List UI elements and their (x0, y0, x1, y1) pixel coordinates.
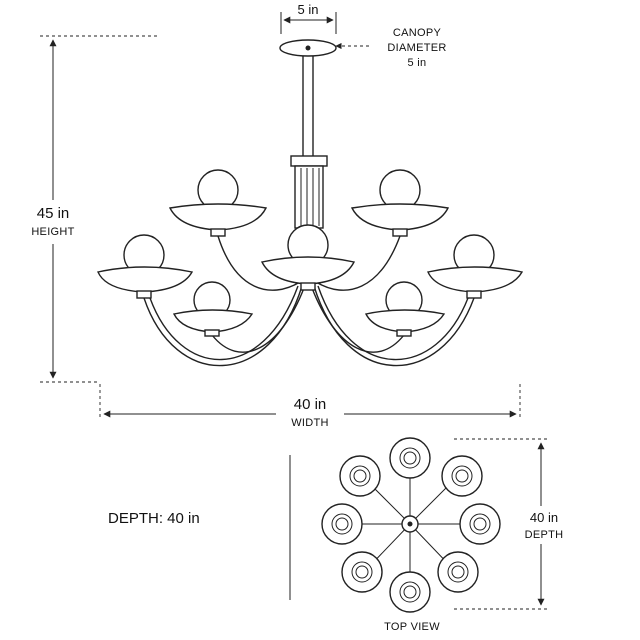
top-view: 40 in DEPTH TOP VIEW (289, 437, 566, 633)
width-label: WIDTH (291, 417, 329, 429)
canopy-callout: CANOPY DIAMETER 5 in (335, 27, 446, 69)
height-dimension: 45 in HEIGHT (20, 35, 160, 383)
height-label: HEIGHT (31, 226, 74, 238)
canopy-width-label: 5 in (298, 2, 319, 17)
width-value: 40 in (294, 396, 327, 413)
height-value: 45 in (37, 205, 70, 222)
canopy-width-dimension: 5 in (280, 2, 337, 34)
canopy-callout-line3: 5 in (408, 57, 427, 69)
top-depth-label: DEPTH (525, 529, 564, 541)
canopy-callout-line2: DIAMETER (387, 42, 446, 54)
top-view-shades (321, 437, 501, 613)
width-dimension: 40 in WIDTH (99, 384, 521, 430)
depth-text: DEPTH: 40 in (108, 510, 200, 527)
top-view-label: TOP VIEW (384, 621, 440, 633)
canopy-callout-line1: CANOPY (393, 27, 442, 39)
top-depth-value: 40 in (530, 510, 558, 525)
chandelier-side-view (97, 39, 524, 367)
